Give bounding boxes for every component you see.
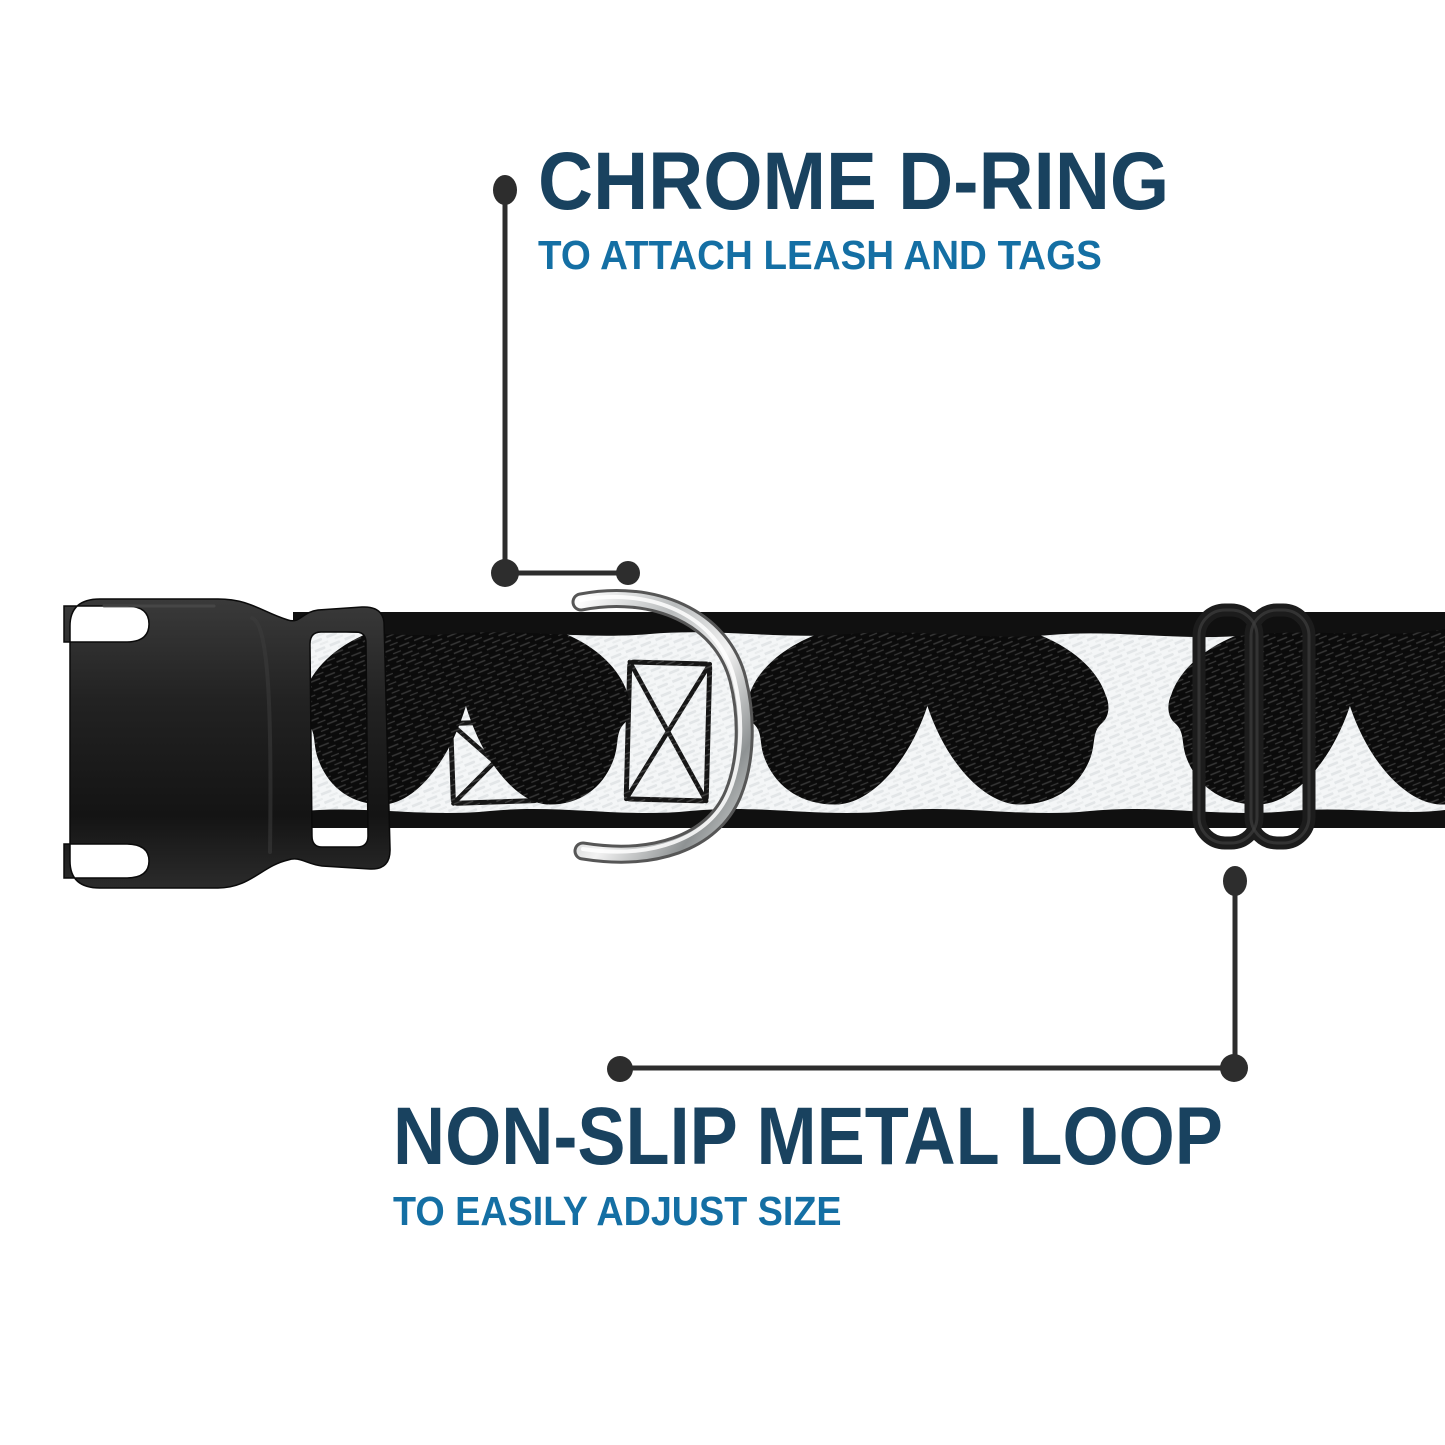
adjuster-loop-slider: [1192, 603, 1316, 850]
connector-dot: [607, 1056, 633, 1082]
connector-dot: [1220, 1054, 1248, 1082]
callout-metal-loop-title: NON-SLIP METAL LOOP: [393, 1096, 1336, 1178]
connector-dot: [1223, 866, 1247, 896]
connector-dot: [493, 175, 517, 205]
buckle-ridge: [250, 616, 273, 854]
side-release-buckle: [63, 598, 391, 889]
callout-metal-loop-title-text: NON-SLIP METAL LOOP: [393, 1091, 1223, 1182]
callout-metal-loop-subtitle: TO EASILY ADJUST SIZE: [393, 1191, 881, 1232]
callout-metal-loop-subtitle-text: TO EASILY ADJUST SIZE: [393, 1188, 842, 1234]
webbing-texture-overlay: [293, 616, 1445, 828]
webbing-top-edge: [293, 612, 1445, 638]
callout-d-ring-subtitle-text: TO ATTACH LEASH AND TAGS: [538, 232, 1102, 278]
collar-webbing: [293, 612, 1445, 828]
connector-dot: [491, 559, 519, 587]
connector-dot: [616, 561, 640, 585]
callout-d-ring-title-text: CHROME D-RING: [538, 136, 1170, 227]
callout-connector-d-ring: [491, 175, 640, 587]
callout-d-ring-subtitle: TO ATTACH LEASH AND TAGS: [538, 235, 1138, 276]
callout-connector-metal-loop: [607, 866, 1248, 1082]
callout-d-ring-title: CHROME D-RING: [538, 141, 1217, 223]
chrome-d-ring-graphic: [571, 589, 754, 864]
webbing-bottom-edge: [293, 808, 1445, 828]
